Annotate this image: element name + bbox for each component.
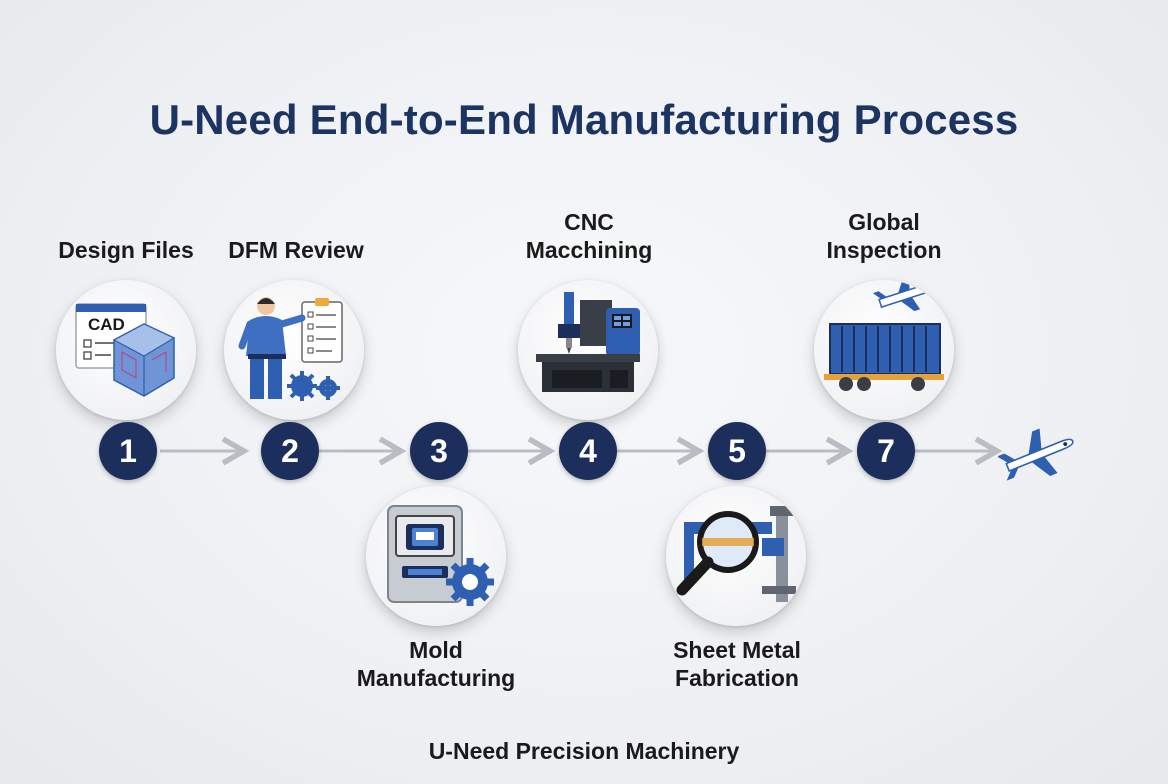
step-2-badge: 2 (261, 422, 319, 480)
step-5-label: Sheet Metal Fabrication (627, 636, 847, 692)
step-4-badge: 4 (559, 422, 617, 480)
engineer-review-icon (224, 280, 364, 420)
step-5-label-line-2: Fabrication (675, 665, 799, 691)
step-7-label-line-2: Inspection (826, 237, 942, 263)
step-3-label-line-1: Mold (409, 637, 463, 663)
container-truck-plane-icon (814, 280, 954, 420)
mold-gear-icon (366, 486, 506, 626)
cad-text: CAD (88, 315, 125, 334)
cad-design-icon: CAD (56, 280, 196, 420)
step-7-badge: 7 (857, 422, 915, 480)
step-3-label-line-2: Manufacturing (356, 665, 516, 691)
step-4-label-line-2: Macchining (525, 237, 653, 263)
step-1-label: Design Files (58, 237, 194, 263)
step-3-label: Mold Manufacturing (326, 636, 546, 692)
step-5-label-line-1: Sheet Metal (673, 637, 801, 663)
step-4-label-line-1: CNC (564, 209, 614, 235)
footer-company-name: U-Need Precision Machinery (428, 738, 740, 764)
page-title: U-Need End-to-End Manufacturing Process (149, 96, 1019, 143)
step-4-label: CNC Macchining (479, 208, 699, 264)
magnifier-inspection-icon (666, 486, 806, 626)
airplane-icon (998, 428, 1074, 481)
step-1-badge: 1 (99, 422, 157, 480)
step-3-badge: 3 (410, 422, 468, 480)
cnc-machine-icon (518, 280, 658, 420)
step-7-label: Global Inspection (774, 208, 994, 264)
step-7-label-line-1: Global (848, 209, 920, 235)
step-2-label: DFM Review (228, 237, 364, 263)
step-5-badge: 5 (708, 422, 766, 480)
